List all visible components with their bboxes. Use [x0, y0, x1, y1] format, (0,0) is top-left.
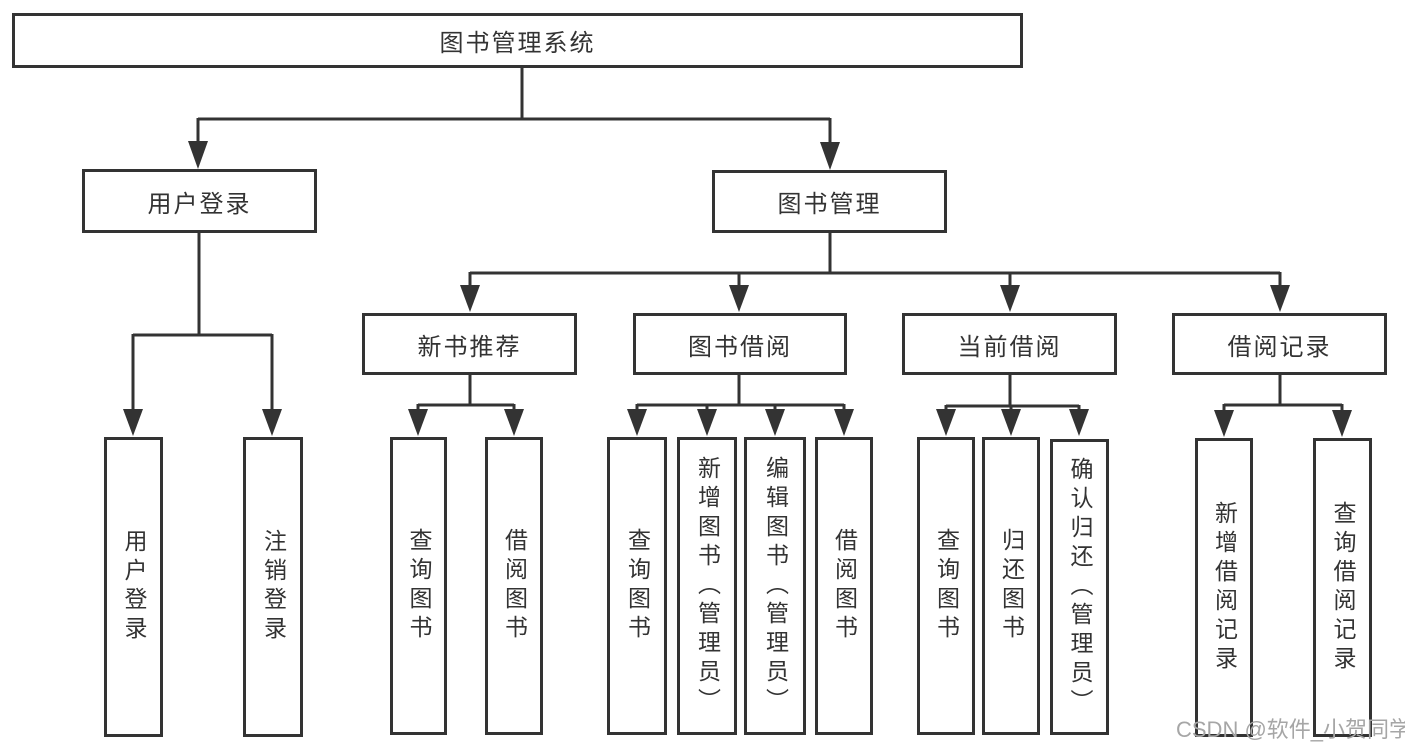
- leaf-borrow-query-books: 查询图书: [607, 437, 667, 735]
- leaf-user-login: 用户登录: [104, 437, 163, 737]
- leaf-borrow-books: 借阅图书: [815, 437, 873, 735]
- leaf-current-query-books: 查询图书: [917, 437, 975, 735]
- arrowhead-icons: [123, 141, 1352, 437]
- node-book-borrow: 图书借阅: [633, 313, 847, 375]
- leaf-logout: 注销登录: [243, 437, 303, 737]
- csdn-watermark: CSDN @软件_小贺同学: [1176, 717, 1405, 742]
- leaf-query-borrow-record: 查询借阅记录: [1313, 438, 1372, 737]
- leaf-recommend-query-books: 查询图书: [390, 437, 447, 735]
- node-new-book-recommend: 新书推荐: [362, 313, 577, 375]
- node-book-management: 图书管理: [712, 170, 947, 233]
- node-root: 图书管理系统: [12, 13, 1023, 68]
- leaf-add-books-admin: 新增图书（管理员）: [677, 437, 737, 735]
- leaf-return-books: 归还图书: [982, 437, 1040, 735]
- node-borrow-record: 借阅记录: [1172, 313, 1387, 375]
- leaf-edit-books-admin: 编辑图书（管理员）: [744, 437, 806, 735]
- node-user-login: 用户登录: [82, 169, 317, 233]
- leaf-add-borrow-record: 新增借阅记录: [1195, 438, 1253, 737]
- node-current-borrow: 当前借阅: [902, 313, 1117, 375]
- leaf-recommend-borrow-books: 借阅图书: [485, 437, 543, 735]
- leaf-confirm-return-admin: 确认归还（管理员）: [1050, 439, 1109, 735]
